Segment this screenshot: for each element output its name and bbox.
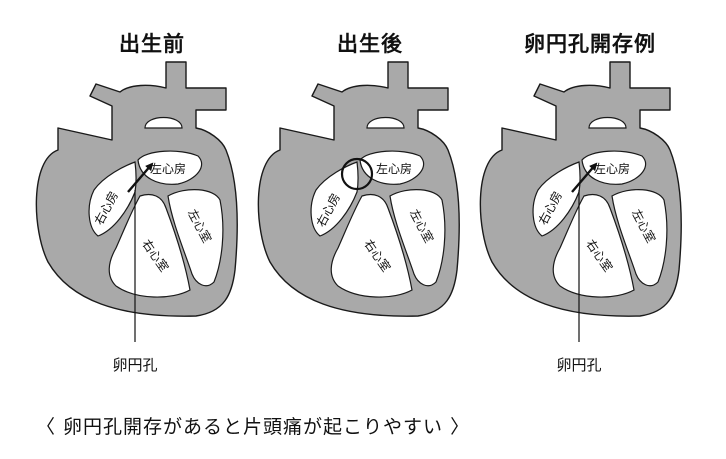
label-left-atrium: 左心房 (376, 161, 412, 176)
foramen-ovale-flow-arrow (127, 162, 154, 193)
heart-pfo-case: 左心房 右心房 左心室 右心室 卵円孔 (479, 61, 682, 374)
closed-foramen-circle (340, 157, 374, 191)
panel-title-before-birth: 出生前 (119, 32, 185, 56)
callout-foramen-ovale: 卵円孔 (112, 356, 157, 374)
heart-after-birth: 左心房 右心房 左心室 右心室 (257, 61, 460, 317)
callout-foramen-ovale: 卵円孔 (556, 356, 601, 374)
foramen-ovale-flow-arrow (571, 162, 598, 193)
label-left-atrium: 左心房 (150, 161, 186, 176)
panel-title-pfo-case: 卵円孔開存例 (524, 32, 656, 56)
panel-title-after-birth: 出生後 (337, 32, 403, 56)
heart-before-birth: 左心房 右心房 左心室 右心室 卵円孔 (35, 61, 238, 374)
caption: 〈 卵円孔開存があると片頭痛が起こりやすい 〉 (36, 416, 471, 438)
label-left-atrium: 左心房 (594, 161, 630, 176)
